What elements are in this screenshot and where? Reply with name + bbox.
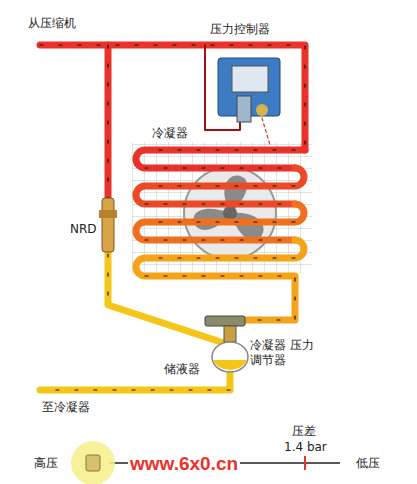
pressure-scale — [71, 441, 340, 484]
part-label: 储液器 — [164, 362, 200, 377]
scale-label: 低压 — [356, 456, 380, 471]
nrd-valve — [99, 198, 117, 252]
scale-value: 1.4 bar — [284, 440, 327, 455]
part-label: 冷凝器 压力调节器 — [250, 338, 314, 368]
outlet-label: 至冷凝器 — [42, 400, 90, 415]
condenser-fins — [132, 142, 312, 274]
part-label: 压力控制器 — [210, 22, 270, 37]
part-label: 冷凝器 — [152, 126, 188, 141]
pressure-controller — [218, 58, 280, 122]
scale-label: 高压 — [34, 456, 58, 471]
pressure-regulator — [205, 316, 245, 342]
watermark: www.6x0.cn — [128, 452, 240, 476]
inlet-label: 从压缩机 — [28, 16, 76, 31]
receiver — [212, 342, 248, 372]
scale-label: 压差 — [292, 424, 316, 439]
fan — [184, 167, 276, 259]
part-label: NRD — [70, 222, 97, 237]
